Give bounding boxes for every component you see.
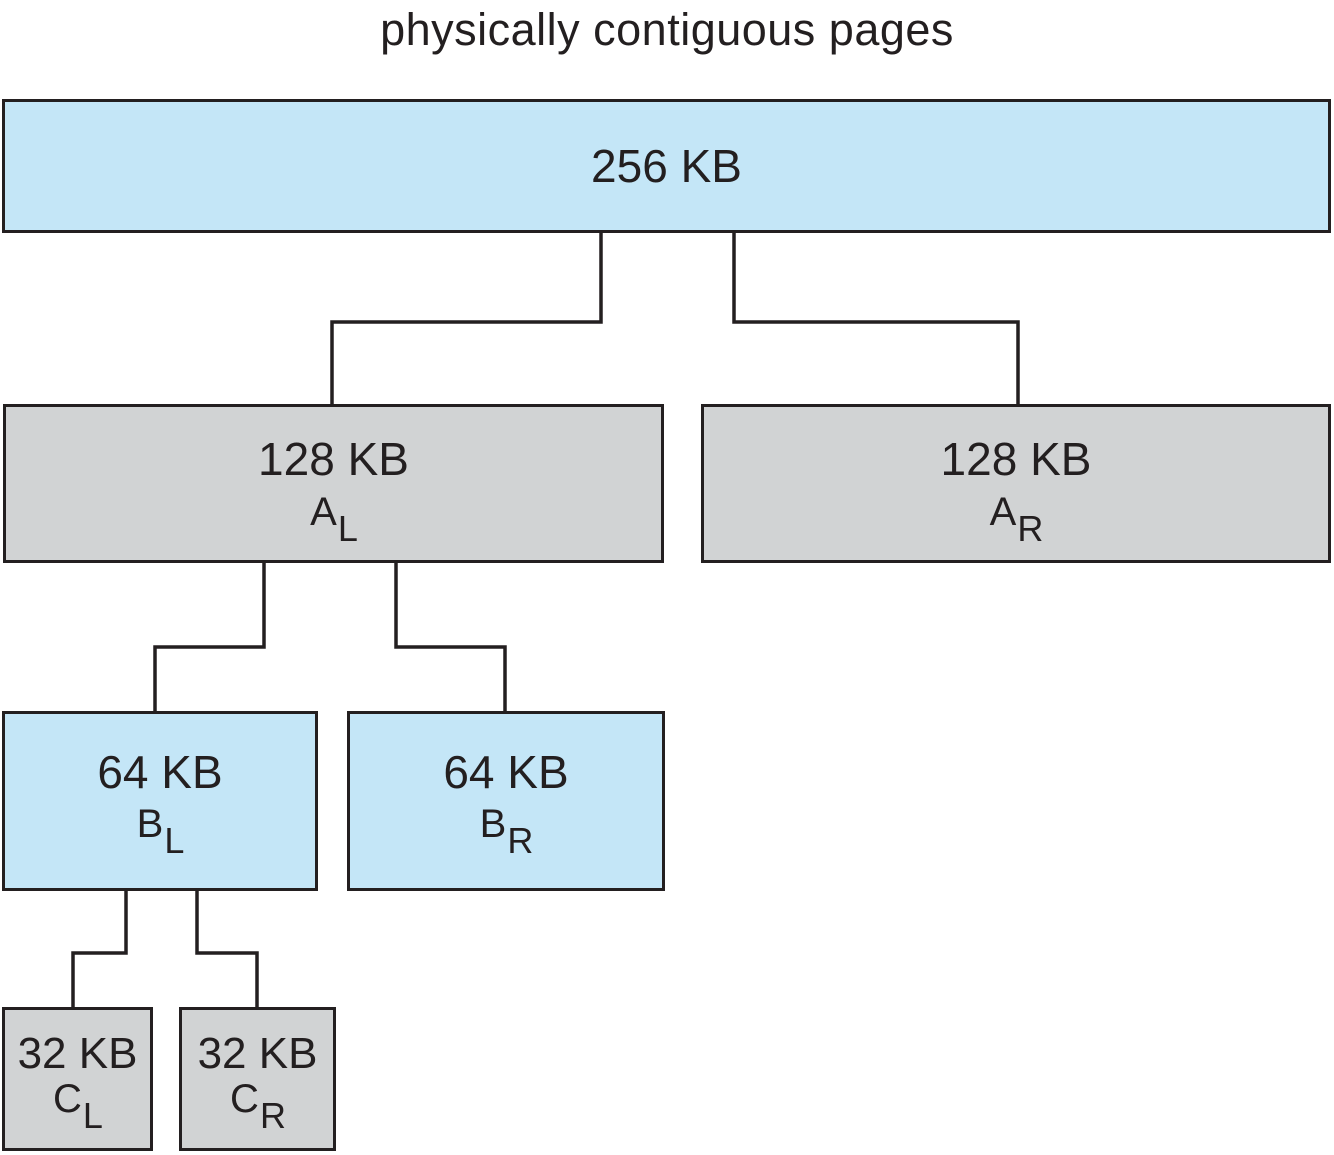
buddy-letter: B (136, 802, 164, 847)
block-size-label: 32 KB (17, 1028, 138, 1078)
block-size-label: 64 KB (443, 745, 569, 798)
buddy-name-label: CL (53, 1077, 103, 1134)
connector-bl-to-cl (71, 889, 128, 1009)
connector-root-to-ar (732, 231, 1020, 406)
memory-block-32kb-cl: 32 KB CL (2, 1007, 153, 1151)
memory-block-32kb-cr: 32 KB CR (179, 1007, 336, 1151)
buddy-letter: A (989, 489, 1017, 534)
block-size-label: 128 KB (940, 433, 1092, 486)
buddy-name-label: CR (230, 1077, 286, 1134)
connector-bl-to-cr (195, 889, 259, 1009)
memory-block-64kb-bl: 64 KB BL (2, 711, 318, 891)
buddy-letter: A (310, 489, 337, 534)
buddy-subscript: L (337, 507, 358, 549)
buddy-name-label: AL (310, 489, 358, 547)
memory-block-128kb-al: 128 KB AL (3, 404, 664, 563)
diagram-title: physically contiguous pages (380, 4, 954, 55)
connector-al-to-bl (153, 561, 266, 713)
buddy-letter: C (53, 1077, 82, 1122)
memory-block-256kb: 256 KB (2, 99, 1331, 233)
buddy-letter: B (479, 802, 507, 847)
memory-block-128kb-ar: 128 KB AR (701, 404, 1331, 563)
buddy-name-label: AR (989, 489, 1044, 547)
connector-al-to-br (394, 561, 507, 713)
block-size-label: 64 KB (97, 745, 223, 798)
buddy-letter: C (230, 1077, 259, 1122)
block-size-label: 256 KB (591, 139, 742, 192)
connector-root-to-al (330, 231, 603, 406)
buddy-name-label: BR (479, 802, 534, 859)
buddy-subscript: L (82, 1095, 103, 1137)
block-size-label: 32 KB (197, 1028, 318, 1078)
buddy-name-label: BL (136, 802, 185, 859)
buddy-subscript: L (164, 820, 185, 862)
buddy-subscript: R (507, 820, 534, 862)
block-size-label: 128 KB (258, 433, 409, 486)
memory-block-64kb-br: 64 KB BR (347, 711, 665, 891)
buddy-subscript: R (259, 1095, 286, 1137)
buddy-subscript: R (1017, 507, 1044, 549)
